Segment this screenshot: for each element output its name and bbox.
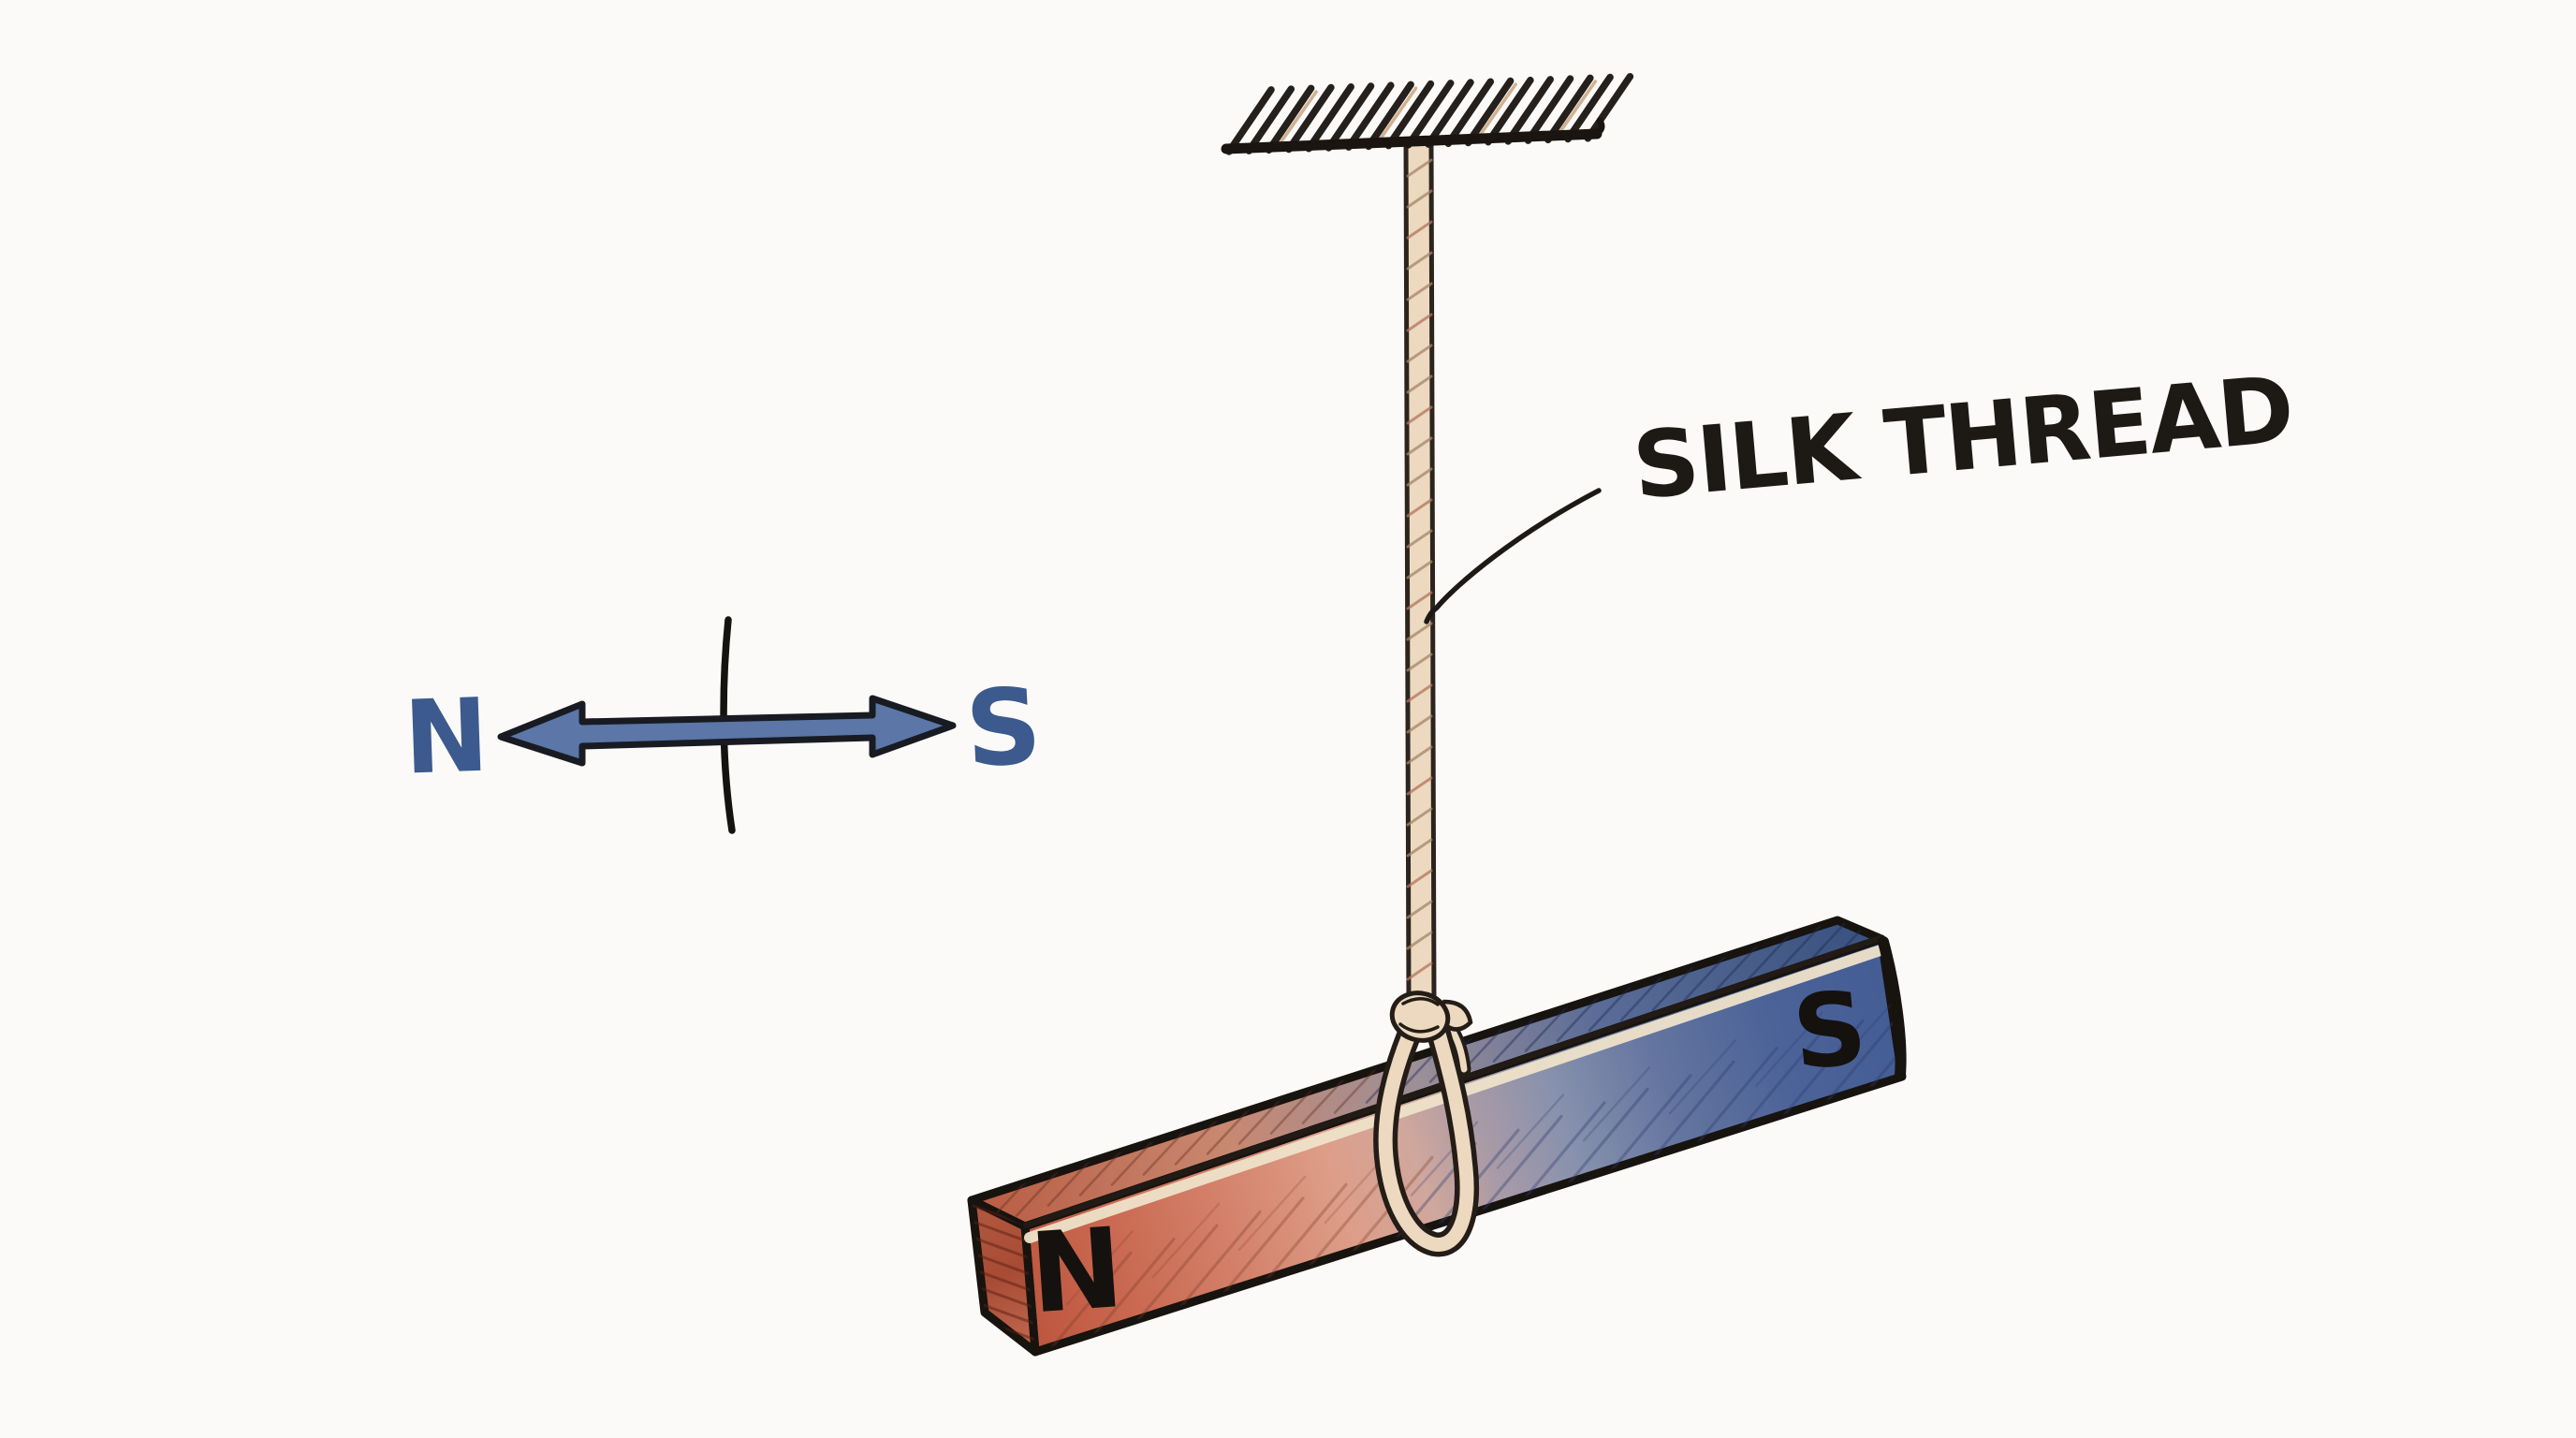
thread-knot <box>1389 990 1473 1043</box>
compass-north-label: N <box>402 677 490 797</box>
magnet-north-label: N <box>1026 1203 1127 1339</box>
compass-indicator: N S <box>402 616 1045 834</box>
ceiling-hatching <box>1225 73 1634 155</box>
compass-south-label: S <box>962 666 1044 791</box>
magnet-south-label: S <box>1789 970 1871 1093</box>
compass-arrow <box>497 695 957 767</box>
silk-thread <box>1403 139 1437 1005</box>
magnet-right-edge <box>1878 936 1907 1080</box>
ceiling-mount <box>1221 73 1634 155</box>
leader-line <box>1424 488 1602 624</box>
